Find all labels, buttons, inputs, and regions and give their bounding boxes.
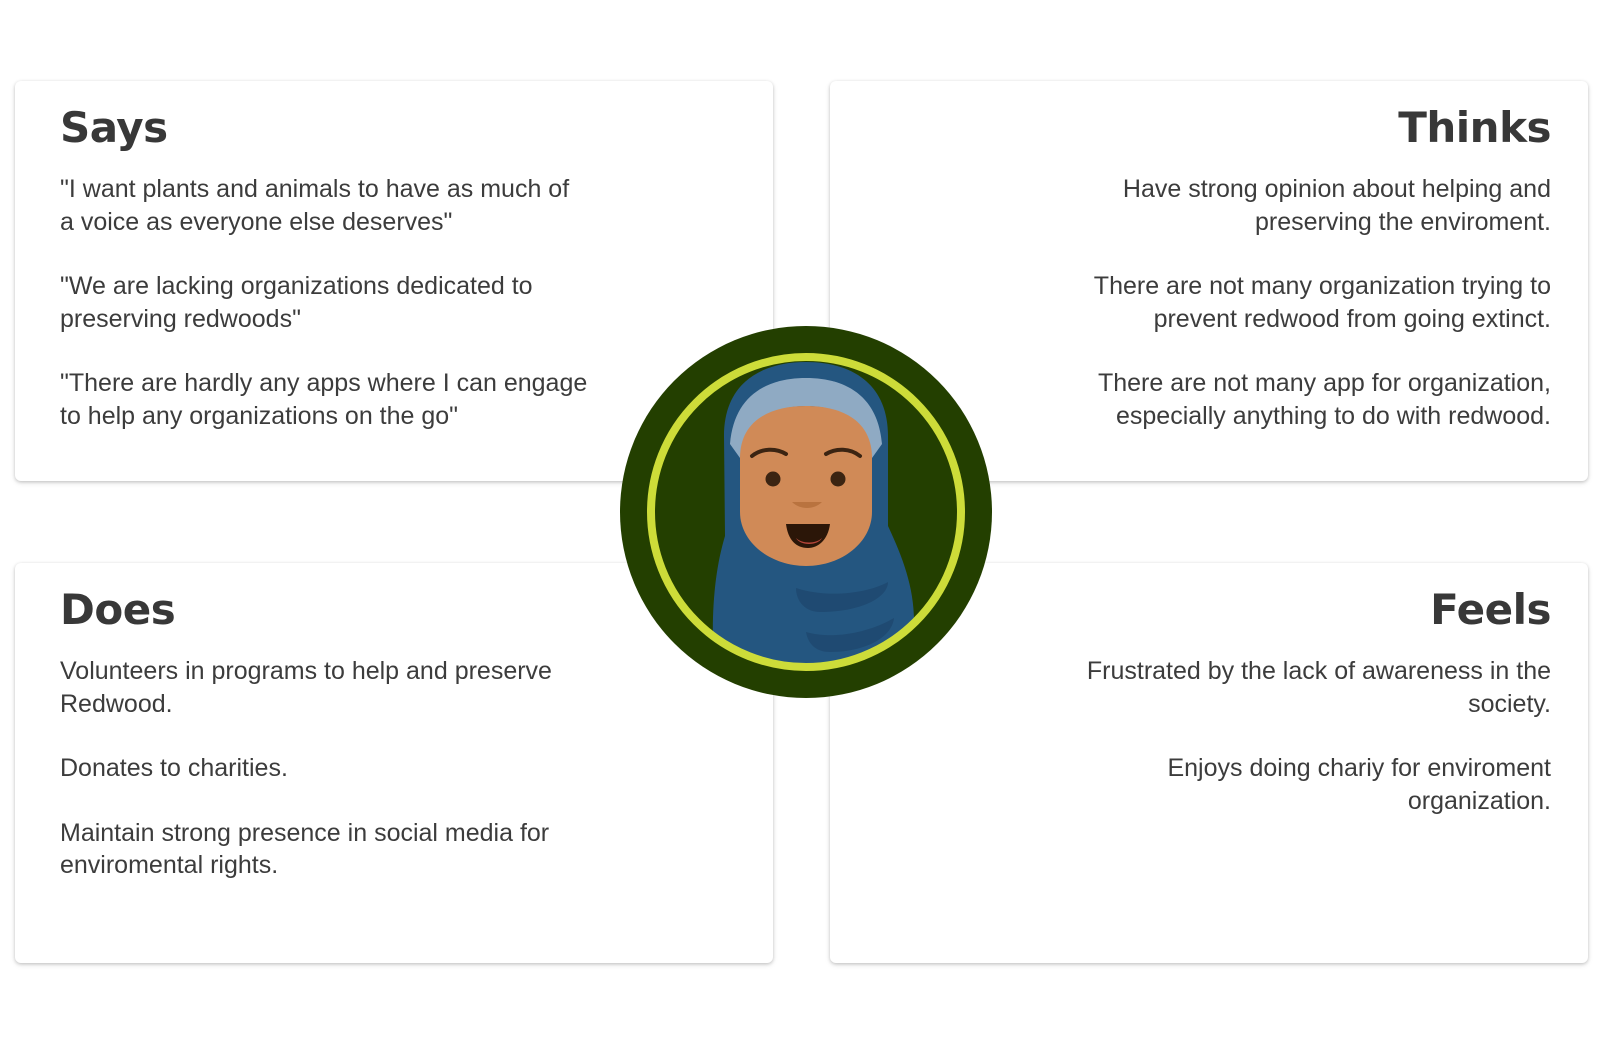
- thinks-items: Have strong opinion about helping and pr…: [991, 173, 1551, 464]
- says-item: "I want plants and animals to have as mu…: [60, 175, 570, 236]
- hijab-band: [730, 378, 882, 458]
- says-title: Says: [60, 103, 168, 152]
- does-item: Maintain strong presence in social media…: [60, 818, 550, 880]
- does-item: Donates to charities.: [60, 754, 288, 782]
- feels-items: Frustrated by the lack of awareness in t…: [1031, 655, 1551, 849]
- does-item: Volunteers in programs to help and prese…: [60, 657, 552, 718]
- says-items: "I want plants and animals to have as mu…: [60, 173, 620, 464]
- right-eye: [830, 471, 846, 487]
- mouth: [786, 524, 830, 548]
- says-item: "There are hardly any apps where I can e…: [60, 369, 588, 430]
- face: [740, 406, 872, 566]
- feels-item: Enjoys doing chariy for enviroment organ…: [1167, 754, 1551, 815]
- thinks-item: There are not many app for organization,…: [1097, 369, 1551, 430]
- says-card: Says "I want plants and animals to have …: [15, 81, 773, 481]
- feels-item: Frustrated by the lack of awareness in t…: [1086, 657, 1551, 718]
- person-hijab-avatar-icon: [620, 326, 992, 698]
- thinks-item: Have strong opinion about helping and pr…: [1122, 175, 1551, 236]
- feels-title: Feels: [1430, 585, 1551, 634]
- thinks-item: There are not many organization trying t…: [1093, 272, 1551, 333]
- feels-card: Feels Frustrated by the lack of awarenes…: [830, 563, 1588, 963]
- does-items: Volunteers in programs to help and prese…: [60, 655, 620, 914]
- does-title: Does: [60, 585, 176, 634]
- left-eye: [765, 471, 781, 487]
- avatar-ring: [647, 353, 965, 671]
- says-item: "We are lacking organizations dedicated …: [60, 272, 533, 333]
- thinks-title: Thinks: [1398, 103, 1551, 152]
- does-card: Does Volunteers in programs to help and …: [15, 563, 773, 963]
